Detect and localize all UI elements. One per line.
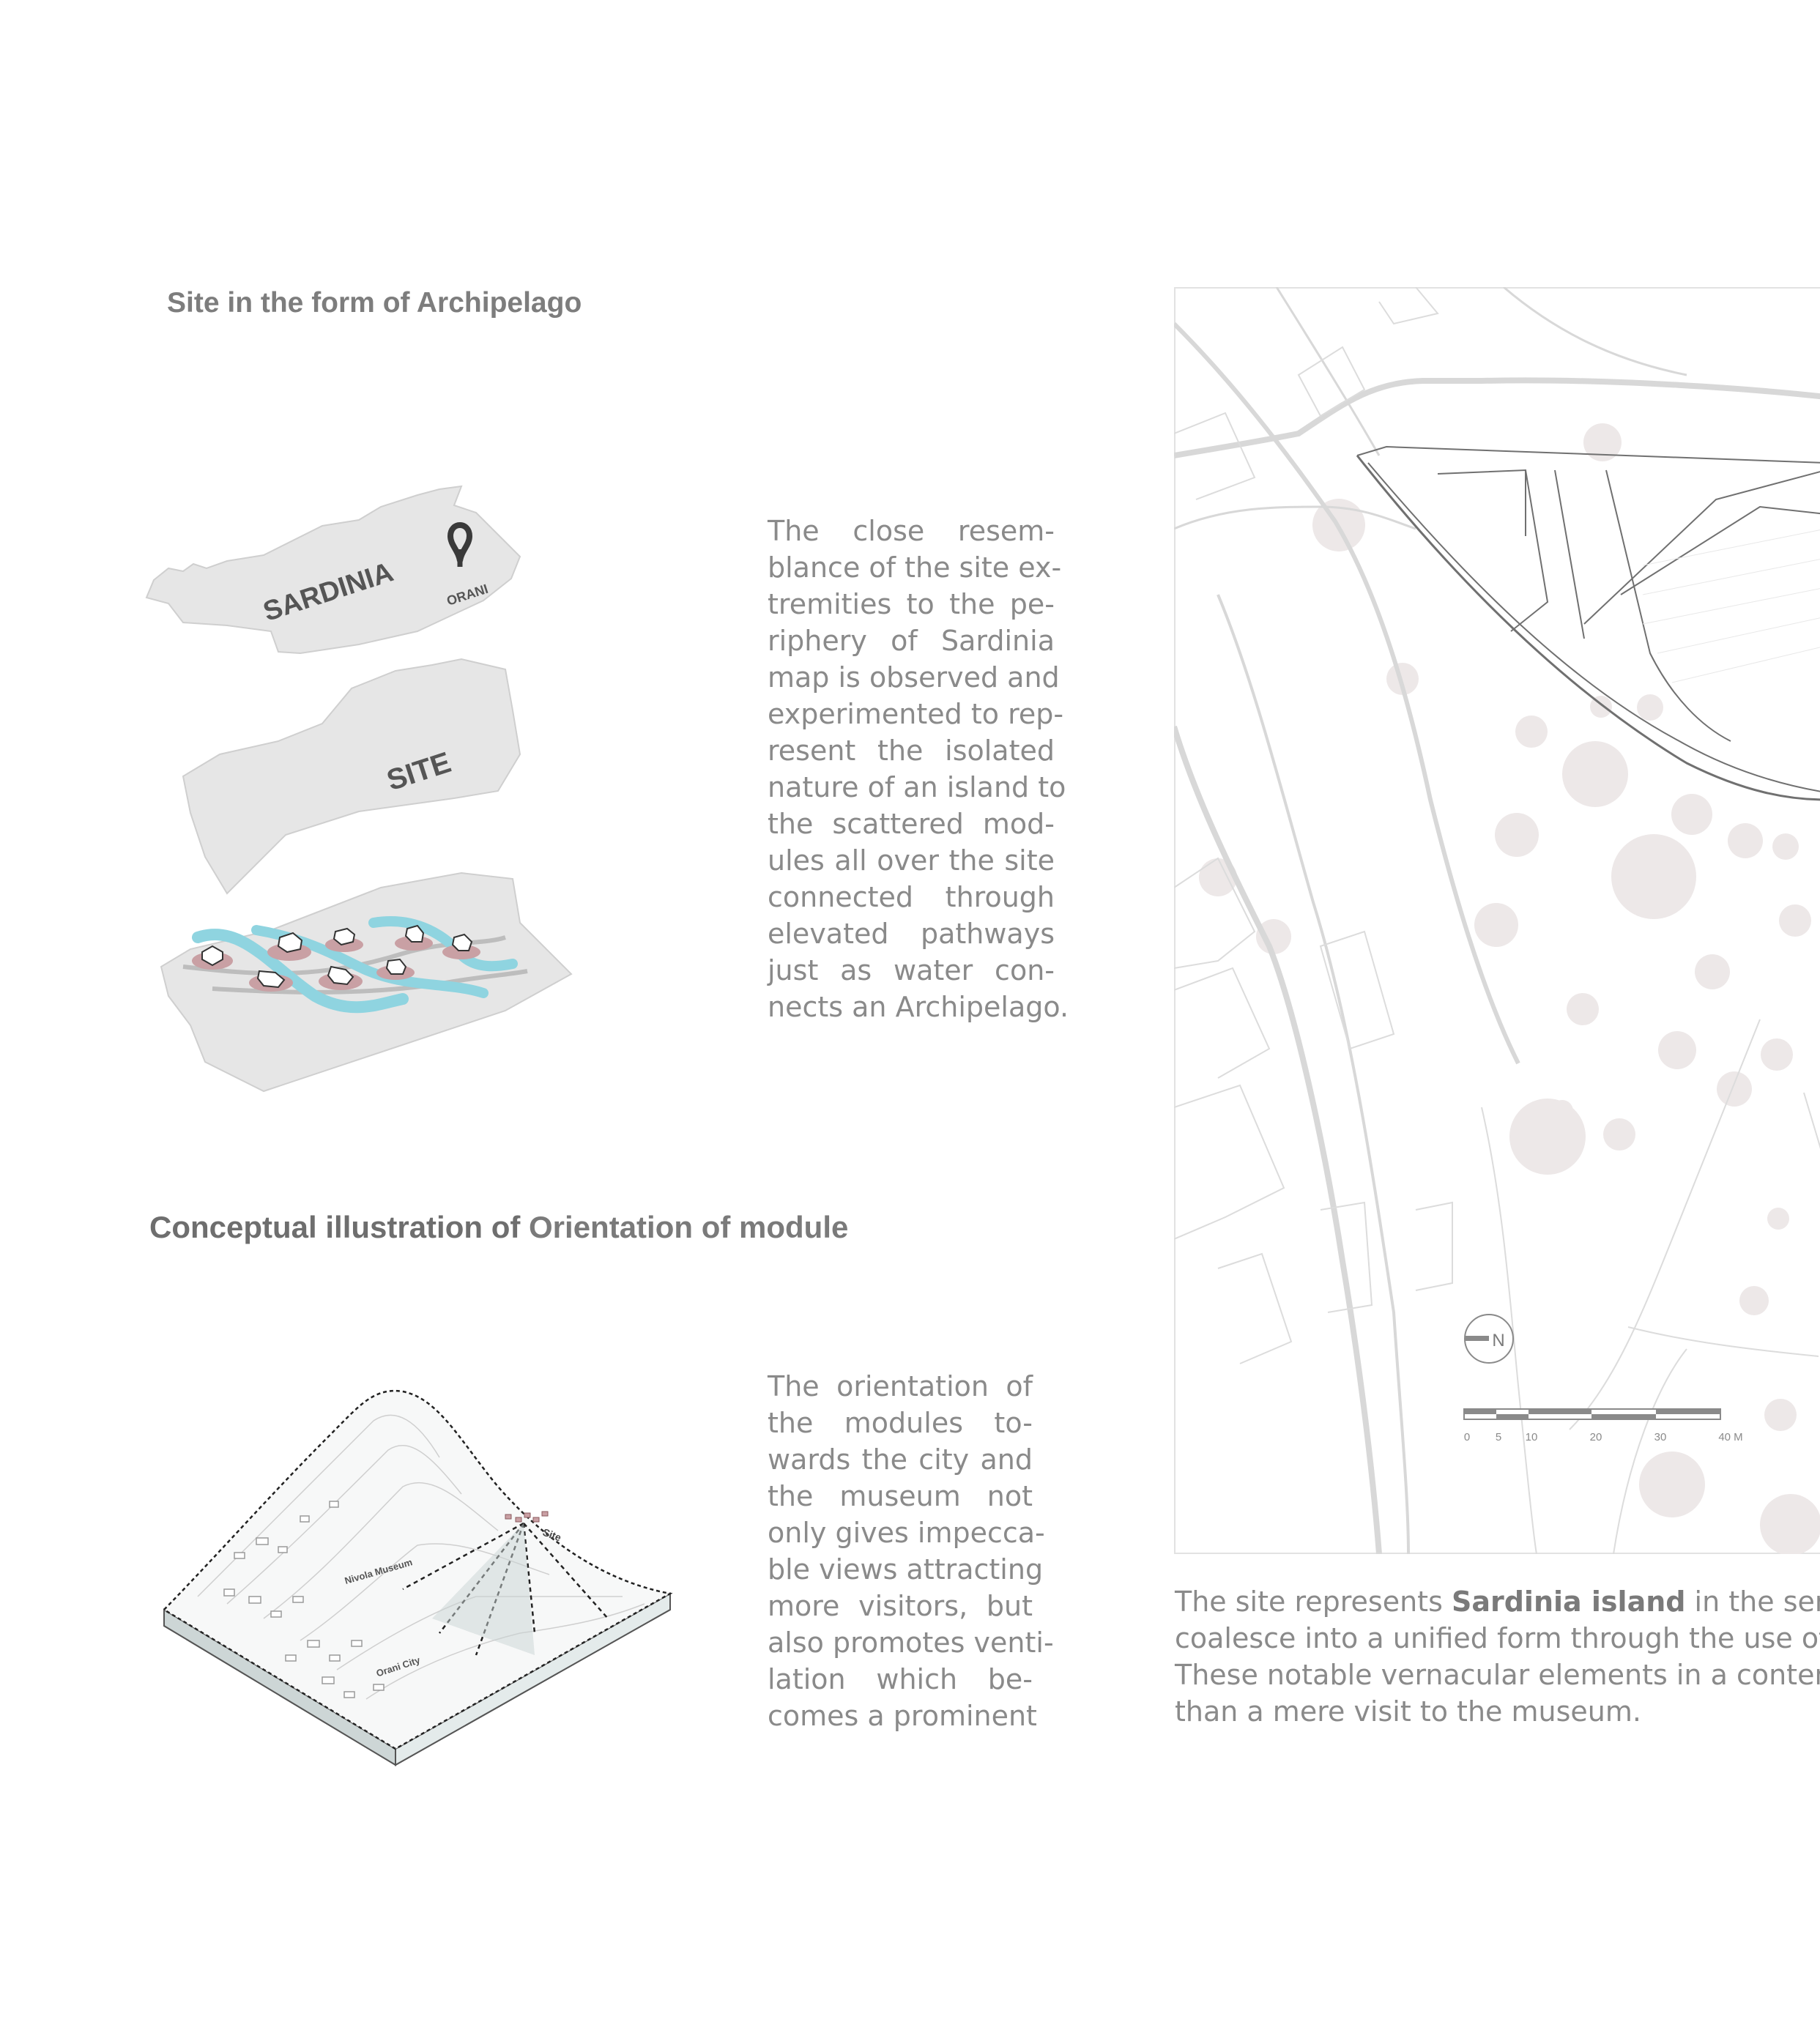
scale-label: 0 xyxy=(1464,1431,1470,1443)
orientation-title-part1: Conceptual illustration of xyxy=(149,1210,530,1244)
orientation-title-part2: Orientation of module xyxy=(529,1210,849,1244)
caption-line-1: The site represents Sardinia island in t… xyxy=(1175,1583,1820,1620)
terrain-surface xyxy=(163,1389,673,1750)
orientation-line: ble views attracting xyxy=(768,1553,1044,1586)
north-label: N xyxy=(1492,1331,1504,1350)
scale-label: 5 xyxy=(1496,1431,1501,1443)
site-modules-markers xyxy=(505,1511,549,1523)
scale-bar: 0 5 10 20 30 40 M xyxy=(1463,1408,1743,1443)
section-title-orientation: Conceptual illustration of Orientation o… xyxy=(149,1210,848,1245)
orientation-line: lation which be- xyxy=(768,1663,1033,1695)
orientation-line: the museum not xyxy=(768,1480,1033,1512)
archipelago-line: blance of the site ex- xyxy=(768,551,1062,584)
archipelago-line: tremities to the pe- xyxy=(768,588,1055,620)
view-shadow xyxy=(432,1523,535,1655)
town-blocks xyxy=(223,1501,385,1698)
orientation-terrain-diagram: Site Nivola Museum Orani City xyxy=(163,1389,673,1766)
archipelago-description: The close resem- blance of the site ex- … xyxy=(768,513,1069,1025)
section-title-archipelago: Site in the form of Archipelago xyxy=(167,287,582,319)
scale-label: 20 xyxy=(1590,1431,1602,1443)
archipelago-line: riphery of Sardinia xyxy=(768,625,1055,657)
caption-text: in the sense o xyxy=(1694,1586,1820,1618)
archipelago-line: the scattered mod- xyxy=(768,808,1055,840)
tree-circles xyxy=(1199,423,1820,1554)
archipelago-line: map is observed and xyxy=(768,661,1060,694)
site-plan-caption: The site represents Sardinia island in t… xyxy=(1175,1583,1820,1730)
archipelago-line: nects an Archipelago. xyxy=(768,991,1069,1023)
caption-text: coalesce into a unified form through the… xyxy=(1175,1622,1820,1654)
site-outline-layer xyxy=(182,658,521,895)
north-arrow-icon: N xyxy=(1464,1314,1514,1364)
orientation-line: more visitors, but xyxy=(768,1590,1033,1622)
archipelago-layer xyxy=(160,871,573,1093)
caption-line-2: coalesce into a unified form through the… xyxy=(1175,1620,1820,1657)
orientation-line: wards the city and xyxy=(768,1443,1033,1476)
archipelago-line: The close resem- xyxy=(768,515,1055,547)
sardinia-layers-diagram: SARDINIA ORANI SITE xyxy=(145,485,573,1093)
plaza-grid xyxy=(1642,529,1820,683)
archipelago-line: connected through xyxy=(768,881,1055,913)
scale-label: 10 xyxy=(1526,1431,1538,1443)
archipelago-line: experimented to rep- xyxy=(768,698,1064,730)
orientation-line: The orientation of xyxy=(768,1370,1033,1402)
sardinia-map-layer xyxy=(145,485,521,655)
orientation-line: also promotes venti- xyxy=(768,1627,1054,1659)
archipelago-line: resent the isolated xyxy=(768,735,1055,767)
orientation-line: comes a prominent xyxy=(768,1700,1037,1732)
location-pin-icon xyxy=(447,522,473,567)
caption-line-3: These notable vernacular elements in a c… xyxy=(1175,1659,1820,1691)
archipelago-line: elevated pathways xyxy=(768,918,1055,950)
parcel-lines xyxy=(1174,287,1820,1554)
archipelago-line: nature of an island to xyxy=(768,771,1066,803)
archipelago-line: just as water con- xyxy=(768,954,1055,986)
orientation-line: only gives impecca- xyxy=(768,1517,1045,1549)
orientation-description: The orientation of the modules to- wards… xyxy=(768,1368,1054,1734)
site-plan-drawing: N 0 5 10 20 30 40 M xyxy=(1174,287,1820,1554)
caption-text: The site represents xyxy=(1175,1586,1452,1618)
archipelago-line: ules all over the site xyxy=(768,844,1055,877)
orientation-line: the modules to- xyxy=(768,1407,1033,1439)
building-outline xyxy=(1356,445,1820,801)
scale-label: 40 M xyxy=(1718,1431,1742,1443)
caption-emphasis: Sardinia island xyxy=(1451,1586,1686,1618)
caption-line-4: than a mere visit to the museum. xyxy=(1175,1695,1641,1728)
scale-label: 30 xyxy=(1654,1431,1667,1443)
site-modules xyxy=(192,924,480,992)
road-network xyxy=(1174,287,1820,1554)
